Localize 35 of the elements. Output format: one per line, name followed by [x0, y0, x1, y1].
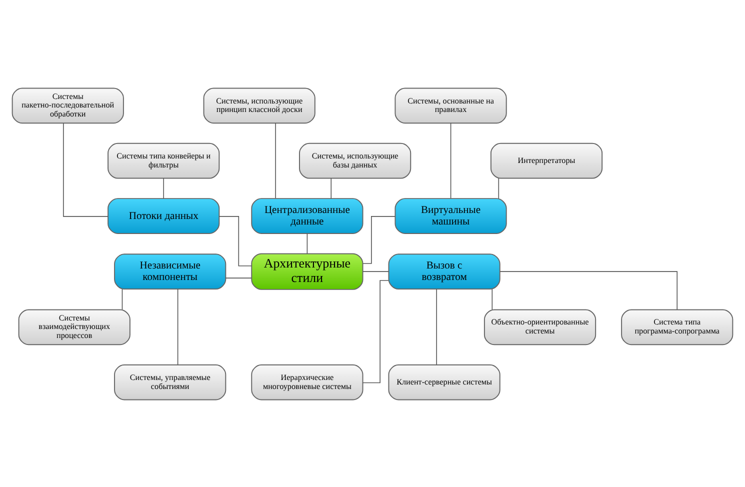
node-box: Система типа программа-сопрограмма [621, 308, 734, 345]
node-box: Системы, использующие базы данных [299, 142, 412, 178]
connector [306, 232, 308, 254]
connector [436, 288, 437, 365]
connector [163, 177, 164, 198]
node-box: Системы взаимодействующих процессов [18, 308, 130, 345]
connector [500, 270, 678, 310]
node-box: Виртуальные машины [394, 198, 507, 234]
connector [177, 288, 178, 365]
node-box: Потоки данных [108, 198, 220, 234]
node-box: Архитектурные стили [251, 252, 364, 290]
node-box: Системы пакетно-последовательной обработки [12, 87, 124, 124]
connector [330, 177, 332, 198]
connector [362, 280, 389, 383]
node-box: Иерархические многоуровневые системы [251, 364, 364, 400]
connector [63, 122, 108, 216]
connector [122, 288, 123, 310]
connector [450, 122, 452, 198]
connector [275, 122, 276, 198]
node-box: Системы, использующие принцип классной доски [203, 87, 316, 124]
node-box: Вызов с возвратом [388, 253, 500, 290]
node-box: Системы, управляемые событиями [114, 364, 226, 400]
connector [498, 177, 500, 198]
node-box: Системы, основанные на правилах [394, 87, 507, 124]
node-box: Объектно-ориентированные системы [484, 308, 596, 345]
node-box: Независимые компоненты [114, 253, 226, 290]
connector [218, 216, 252, 266]
node-box: Централизованные данные [251, 198, 364, 234]
connector [362, 270, 389, 272]
connector [492, 288, 493, 310]
node-box: Интерпретаторы [490, 142, 603, 178]
node-box: Клиент-серверные системы [388, 364, 500, 400]
connector [225, 277, 252, 278]
node-box: Системы типа конвейеры и фильтры [108, 142, 220, 178]
connector [362, 216, 396, 264]
